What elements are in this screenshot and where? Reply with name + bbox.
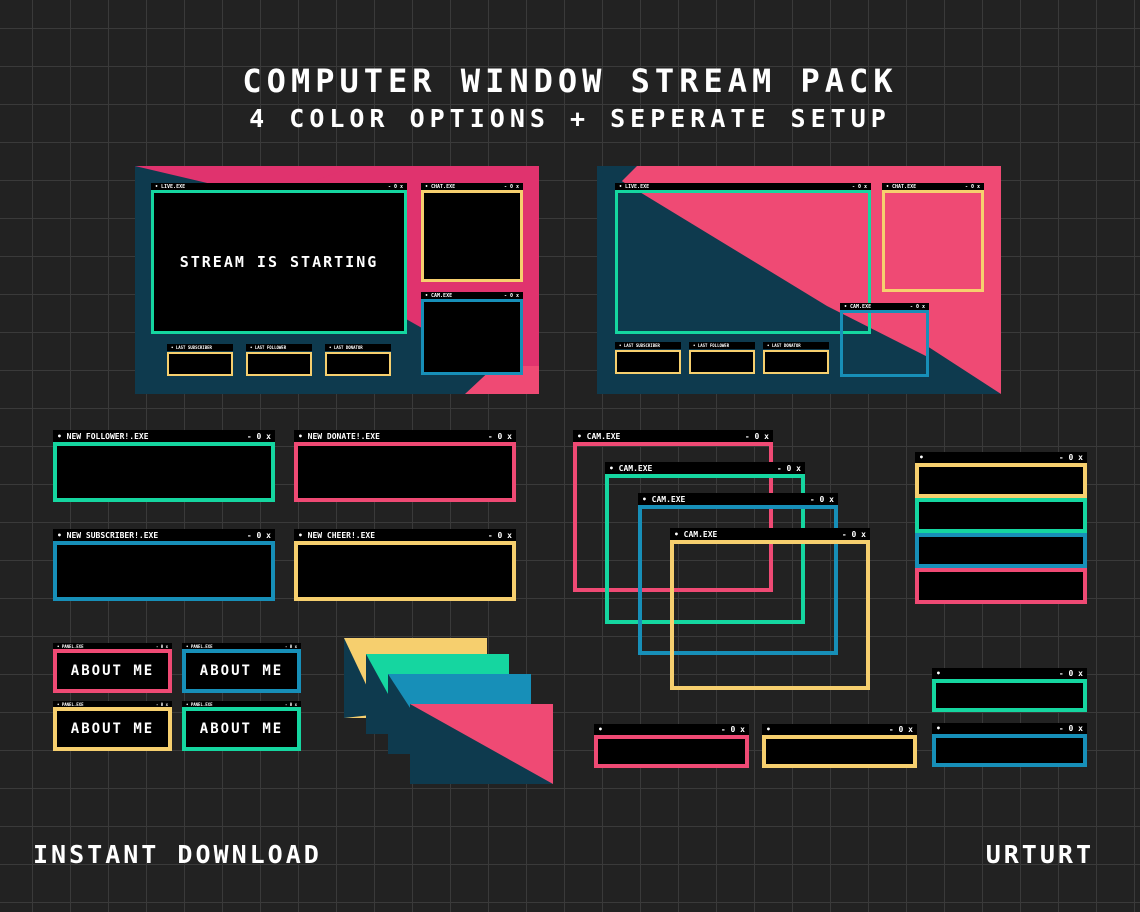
cam-window-yellow: • CAM.EXE - 0 x	[670, 528, 870, 690]
overlay-layout-starting: • LIVE.EXE - 0 x STREAM IS STARTING • CH…	[135, 166, 539, 394]
window-controls[interactable]: - 0 x	[841, 529, 866, 539]
alert-title: • NEW DONATE!.EXE	[298, 431, 380, 441]
bullet-icon: •	[936, 724, 941, 733]
last-donator-widget: • LAST DONATOR	[325, 344, 391, 376]
widget-title: • LAST FOLLOWER	[693, 343, 730, 348]
page-title: COMPUTER WINDOW STREAM PACK	[242, 62, 898, 100]
alert-title: • NEW FOLLOWER!.EXE	[57, 431, 149, 441]
live-window: • LIVE.EXE - 0 x	[615, 183, 871, 334]
bullet-icon: •	[919, 453, 924, 462]
small-bar-pink: • - 0 x	[594, 724, 749, 768]
window-controls[interactable]: - 0 x	[964, 183, 980, 190]
stacked-bar-yellow	[915, 463, 1087, 498]
overlay-layout-live: • LIVE.EXE - 0 x • CHAT.EXE - 0 x • CAM.…	[597, 166, 1001, 394]
window-controls[interactable]: - 0 x	[284, 701, 297, 707]
cam-window: • CAM.EXE - 0 x	[840, 303, 929, 377]
panel-title: • PANEL.EXE	[57, 643, 84, 649]
alert-title: • NEW CHEER!.EXE	[298, 530, 376, 540]
widget-title: • LAST SUBSCRIBER	[619, 343, 660, 348]
cam-title: • CAM.EXE	[642, 494, 686, 504]
panel-label: ABOUT ME	[199, 721, 284, 737]
chat-window-title: • CHAT.EXE	[886, 183, 917, 190]
stacked-bar-group: • - 0 x	[915, 452, 1087, 604]
widget-title: • LAST DONATOR	[767, 343, 801, 348]
widget-title: • LAST SUBSCRIBER	[171, 345, 212, 350]
last-subscriber-widget: • LAST SUBSCRIBER	[615, 342, 681, 374]
cam-window-title: • CAM.EXE	[425, 292, 453, 299]
last-subscriber-widget: • LAST SUBSCRIBER	[167, 344, 233, 376]
window-controls[interactable]: - 0 x	[246, 530, 271, 540]
widget-title: • LAST FOLLOWER	[250, 345, 287, 350]
small-bar-blue: • - 0 x	[932, 723, 1087, 767]
instant-download-label: INSTANT DOWNLOAD	[33, 840, 322, 869]
alert-new-follower: • NEW FOLLOWER!.EXE - 0 x	[53, 430, 275, 502]
page-subtitle: 4 COLOR OPTIONS + SEPERATE SETUP	[249, 104, 891, 133]
small-bar-green: • - 0 x	[932, 668, 1087, 712]
panel-about-me-pink: • PANEL.EXE - 0 x ABOUT ME	[53, 643, 172, 693]
last-follower-widget: • LAST FOLLOWER	[689, 342, 755, 374]
live-window: • LIVE.EXE - 0 x STREAM IS STARTING	[151, 183, 407, 334]
bullet-icon: •	[766, 725, 771, 734]
last-follower-widget: • LAST FOLLOWER	[246, 344, 312, 376]
chat-window: • CHAT.EXE - 0 x	[421, 183, 523, 282]
alert-title: • NEW SUBSCRIBER!.EXE	[57, 530, 159, 540]
window-controls[interactable]: - 0 x	[387, 183, 403, 190]
alert-new-cheer: • NEW CHEER!.EXE - 0 x	[294, 529, 516, 601]
window-controls[interactable]: - 0 x	[503, 292, 519, 299]
cam-title: • CAM.EXE	[609, 463, 653, 473]
chat-window: • CHAT.EXE - 0 x	[882, 183, 984, 292]
background-pink	[410, 704, 553, 784]
window-controls[interactable]: - 0 x	[503, 183, 519, 190]
alert-new-subscriber: • NEW SUBSCRIBER!.EXE - 0 x	[53, 529, 275, 601]
stacked-bar-green	[915, 498, 1087, 533]
cam-window: • CAM.EXE - 0 x	[421, 292, 523, 375]
window-controls[interactable]: - 0 x	[720, 725, 745, 734]
panel-about-me-green: • PANEL.EXE - 0 x ABOUT ME	[182, 701, 301, 751]
panel-label: ABOUT ME	[70, 721, 155, 737]
color-background-stack	[344, 638, 553, 784]
panel-title: • PANEL.EXE	[186, 701, 213, 707]
window-controls[interactable]: - 0 x	[1058, 669, 1083, 678]
panel-title: • PANEL.EXE	[186, 643, 213, 649]
window-controls[interactable]: - 0 x	[487, 530, 512, 540]
panel-label: ABOUT ME	[199, 663, 284, 679]
stream-starting-text: STREAM IS STARTING	[179, 253, 379, 271]
widget-title: • LAST DONATOR	[329, 345, 363, 350]
cam-title: • CAM.EXE	[577, 431, 621, 441]
window-controls[interactable]: - 0 x	[155, 701, 168, 707]
last-donator-widget: • LAST DONATOR	[763, 342, 829, 374]
window-controls[interactable]: - 0 x	[744, 431, 769, 441]
panel-label: ABOUT ME	[70, 663, 155, 679]
cam-title: • CAM.EXE	[674, 529, 718, 539]
window-controls[interactable]: - 0 x	[909, 303, 925, 310]
bullet-icon: •	[936, 669, 941, 678]
cam-window-blue: • CAM.EXE - 0 x	[638, 493, 838, 655]
live-window-title: • LIVE.EXE	[619, 183, 650, 190]
alert-new-donate: • NEW DONATE!.EXE - 0 x	[294, 430, 516, 502]
stacked-bar-blue	[915, 533, 1087, 568]
window-controls[interactable]: - 0 x	[809, 494, 834, 504]
cam-window-green: • CAM.EXE - 0 x	[605, 462, 805, 624]
panel-title: • PANEL.EXE	[57, 701, 84, 707]
window-controls[interactable]: - 0 x	[246, 431, 271, 441]
window-controls[interactable]: - 0 x	[284, 643, 297, 649]
stacked-bar-pink	[915, 568, 1087, 604]
window-controls[interactable]: - 0 x	[1058, 724, 1083, 733]
window-controls[interactable]: - 0 x	[888, 725, 913, 734]
window-controls[interactable]: - 0 x	[776, 463, 801, 473]
live-window-title: • LIVE.EXE	[155, 183, 186, 190]
window-controls[interactable]: - 0 x	[1058, 453, 1083, 462]
chat-window-title: • CHAT.EXE	[425, 183, 456, 190]
window-controls[interactable]: - 0 x	[487, 431, 512, 441]
cam-window-title: • CAM.EXE	[844, 303, 872, 310]
bullet-icon: •	[598, 725, 603, 734]
brand-label: URTURT	[985, 840, 1094, 869]
panel-about-me-yellow: • PANEL.EXE - 0 x ABOUT ME	[53, 701, 172, 751]
window-controls[interactable]: - 0 x	[851, 183, 867, 190]
window-controls[interactable]: - 0 x	[155, 643, 168, 649]
panel-about-me-blue: • PANEL.EXE - 0 x ABOUT ME	[182, 643, 301, 693]
small-bar-yellow: • - 0 x	[762, 724, 917, 768]
